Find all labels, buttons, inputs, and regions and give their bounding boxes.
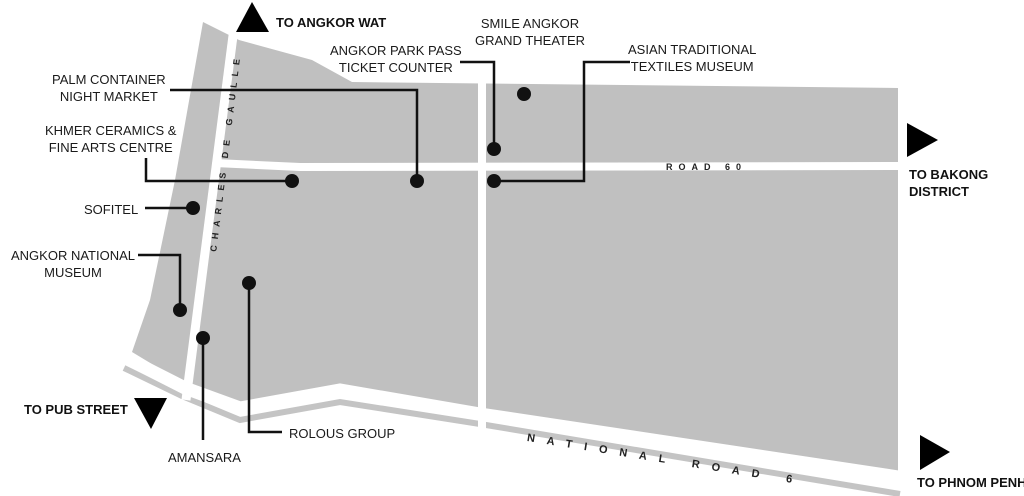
arrow-right-icon (907, 123, 938, 157)
place-sofitel[interactable]: SOFITEL (84, 202, 139, 217)
direction-phnom-penh: TO PHNOM PENH (917, 475, 1024, 490)
marker-khmer-ceramics[interactable] (285, 174, 299, 188)
place-name: PALM CONTAINER (52, 72, 166, 87)
arrow-up-icon (236, 2, 269, 32)
arrow-down-icon (134, 398, 167, 429)
marker-amansara[interactable] (196, 331, 210, 345)
direction-bakong: TO BAKONG DISTRICT (909, 166, 988, 200)
place-textiles-museum[interactable]: ASIAN TRADITIONAL TEXTILES MUSEUM (628, 41, 756, 75)
place-name: FINE ARTS CENTRE (48, 140, 173, 155)
national-road-6-shadow (122, 365, 901, 496)
place-name: NIGHT MARKET (59, 89, 158, 104)
place-name: MUSEUM (44, 265, 102, 280)
place-amansara[interactable]: AMANSARA (168, 450, 241, 465)
place-name: ANGKOR NATIONAL (11, 248, 136, 263)
marker-sofitel[interactable] (186, 201, 200, 215)
place-name: ANGKOR PARK PASS (330, 43, 462, 58)
marker-smile-angkor[interactable] (517, 87, 531, 101)
place-ticket-counter[interactable]: ANGKOR PARK PASS TICKET COUNTER (330, 42, 462, 76)
leader-lines (138, 60, 630, 440)
direction-angkor-wat: TO ANGKOR WAT (276, 15, 387, 30)
direction-pub-street: TO PUB STREET (24, 402, 128, 417)
arrow-right-icon (920, 435, 950, 470)
marker-textiles-museum[interactable] (487, 174, 501, 188)
national-road-6 (117, 349, 906, 485)
place-palm-container[interactable]: PALM CONTAINER NIGHT MARKET (52, 71, 166, 105)
place-rolous-group[interactable]: ROLOUS GROUP (289, 426, 396, 441)
marker-rolous-group[interactable] (242, 276, 256, 290)
marker-ticket-counter[interactable] (487, 142, 501, 156)
place-name: TEXTILES MUSEUM (630, 59, 754, 74)
place-name: GRAND THEATER (475, 33, 586, 48)
road-label-road-60: ROAD 60 (666, 162, 748, 172)
place-national-museum[interactable]: ANGKOR NATIONAL MUSEUM (11, 247, 135, 281)
place-name: TICKET COUNTER (338, 60, 453, 75)
city-blocks (132, 22, 898, 472)
marker-national-museum[interactable] (173, 303, 187, 317)
road-60 (214, 159, 901, 172)
place-khmer-ceramics[interactable]: KHMER CERAMICS & FINE ARTS CENTRE (45, 122, 176, 156)
marker-palm-container[interactable] (410, 174, 424, 188)
direction-bakong-line2: DISTRICT (909, 184, 969, 199)
place-name: ASIAN TRADITIONAL (628, 42, 757, 57)
direction-bakong-line1: TO BAKONG (909, 167, 989, 182)
place-name: KHMER CERAMICS & (45, 123, 177, 138)
place-name: SMILE ANGKOR (480, 16, 580, 31)
place-smile-angkor[interactable]: SMILE ANGKOR GRAND THEATER (475, 15, 585, 49)
